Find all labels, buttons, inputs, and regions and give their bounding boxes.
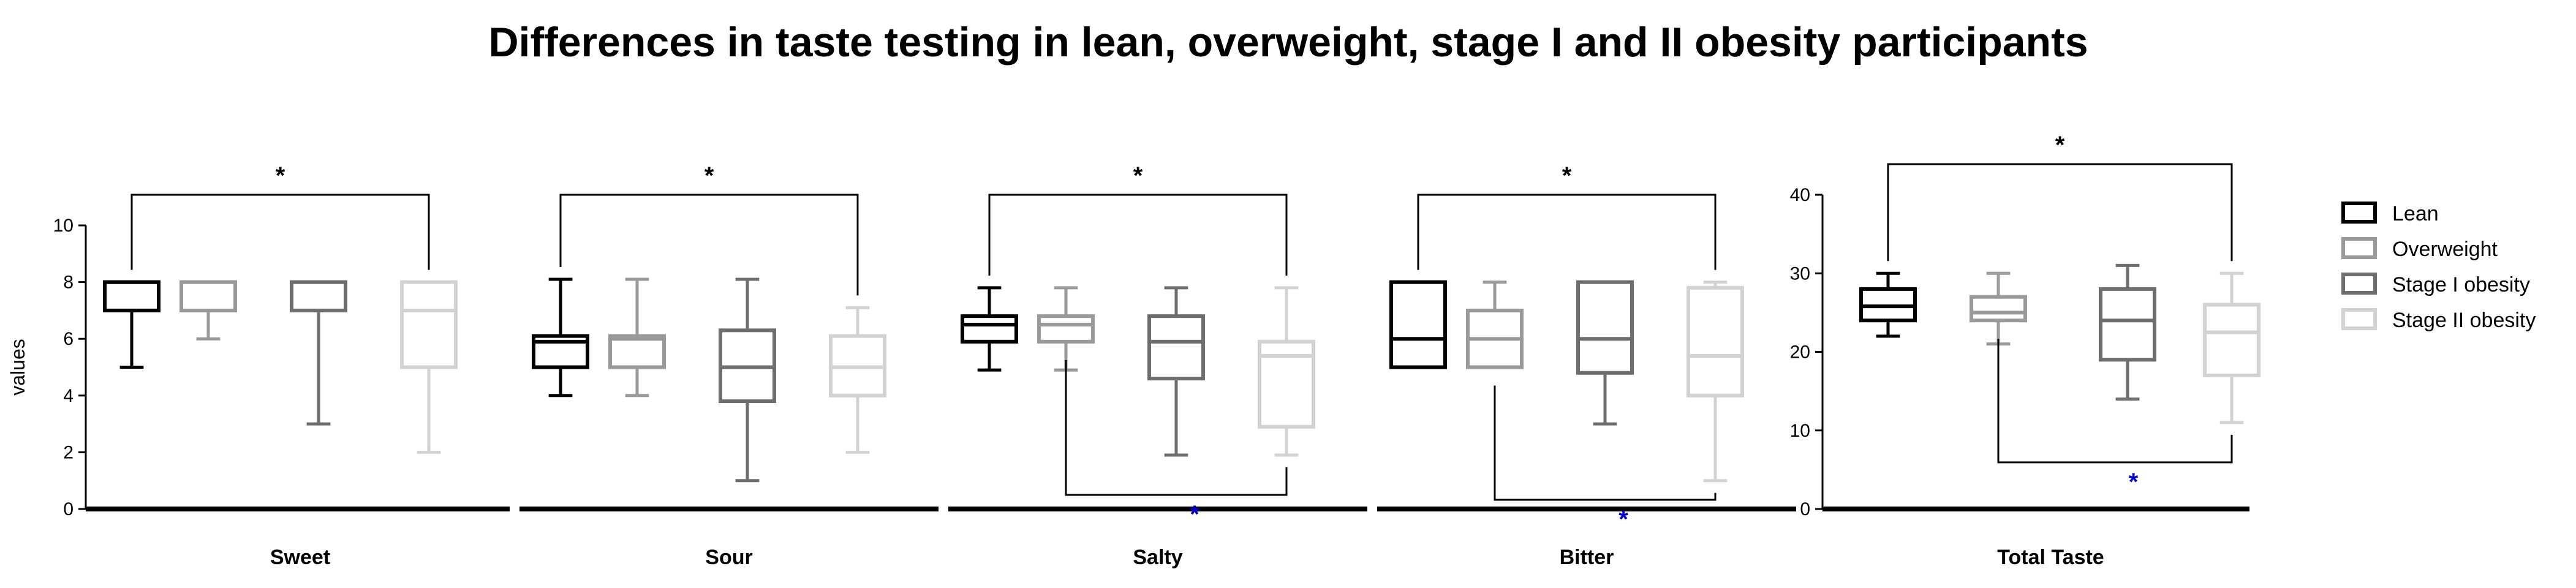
box-lean bbox=[532, 277, 589, 398]
significance-bracket-above: * bbox=[1417, 162, 1717, 270]
y-tick-label: 0 bbox=[63, 499, 74, 519]
category-label: Bitter bbox=[1560, 546, 1614, 569]
box-lean bbox=[961, 286, 1018, 372]
y-tick-label: 40 bbox=[1790, 185, 1810, 205]
iqr-box bbox=[2099, 287, 2156, 362]
bracket-line bbox=[1997, 339, 2233, 464]
category-label: Sour bbox=[705, 546, 752, 569]
iqr-box bbox=[1389, 280, 1447, 369]
legend-swatch bbox=[2341, 202, 2377, 224]
legend-label: Stage II obesity bbox=[2392, 309, 2536, 332]
iqr-box bbox=[1686, 285, 1744, 398]
iqr-box bbox=[961, 314, 1018, 344]
significance-bracket-above: * bbox=[559, 162, 859, 296]
box-lean bbox=[1389, 280, 1447, 369]
category-label: Salty bbox=[1133, 546, 1182, 569]
y-axis-label: values bbox=[7, 339, 29, 396]
box-stage-ii-obesity bbox=[1258, 286, 1315, 457]
box-stage-i-obesity bbox=[290, 280, 347, 426]
bracket-line bbox=[559, 194, 859, 296]
y-tick-label: 4 bbox=[63, 386, 74, 406]
box-overweight bbox=[608, 277, 666, 398]
category-label: Sweet bbox=[270, 546, 330, 569]
box-overweight bbox=[179, 280, 237, 341]
legend-label: Lean bbox=[2392, 202, 2439, 225]
legend-swatch bbox=[2341, 273, 2377, 295]
box-stage-ii-obesity bbox=[1686, 281, 1744, 483]
legend-label: Overweight bbox=[2392, 238, 2498, 261]
category-total-taste: Total Taste * * bbox=[1822, 132, 2261, 569]
iqr-box bbox=[103, 280, 161, 312]
box-stage-ii-obesity bbox=[829, 306, 886, 454]
legend-label: Stage I obesity bbox=[2392, 273, 2530, 296]
category-sour: Sour * bbox=[519, 162, 939, 569]
significance-star: * bbox=[2129, 469, 2139, 496]
box-lean bbox=[103, 280, 161, 369]
bracket-line bbox=[1494, 385, 1717, 501]
y-tick-label: 2 bbox=[63, 442, 74, 462]
box-stage-i-obesity bbox=[1576, 280, 1634, 426]
y-tick-label: 8 bbox=[63, 273, 74, 293]
category-sweet: Sweet * bbox=[86, 162, 510, 569]
significance-bracket-above: * bbox=[130, 162, 430, 270]
category-label: Total Taste bbox=[1997, 546, 2104, 569]
iqr-box bbox=[1037, 314, 1095, 344]
legend-item-lean: Lean bbox=[2341, 202, 2439, 225]
box-stage-i-obesity bbox=[719, 277, 776, 483]
y-tick-label: 0 bbox=[1800, 499, 1810, 519]
significance-star: * bbox=[2055, 132, 2065, 159]
box-stage-ii-obesity bbox=[400, 280, 458, 454]
legend-item-stage-ii-obesity: Stage II obesity bbox=[2341, 308, 2536, 332]
box-lean bbox=[1859, 271, 1917, 338]
significance-bracket-above: * bbox=[988, 162, 1288, 276]
box-overweight bbox=[1466, 281, 1524, 369]
significance-star: * bbox=[704, 162, 714, 189]
iqr-box bbox=[179, 280, 237, 312]
iqr-box bbox=[608, 334, 666, 369]
iqr-box bbox=[400, 280, 458, 369]
significance-bracket-below: * bbox=[1494, 385, 1717, 533]
significance-star: * bbox=[1618, 506, 1628, 533]
box-overweight bbox=[1037, 286, 1095, 372]
bracket-line bbox=[1065, 360, 1288, 496]
significance-star: * bbox=[1562, 162, 1572, 189]
bracket-line bbox=[988, 194, 1288, 276]
y-tick-label: 10 bbox=[1790, 421, 1810, 441]
bracket-line bbox=[1887, 163, 2233, 262]
box-overweight bbox=[1970, 271, 2027, 346]
iqr-box bbox=[290, 280, 347, 312]
legend-swatch bbox=[2341, 308, 2377, 330]
category-salty: Salty * * bbox=[948, 162, 1367, 569]
significance-bracket-above: * bbox=[1887, 132, 2233, 262]
legend-item-overweight: Overweight bbox=[2341, 237, 2498, 261]
iqr-box bbox=[1970, 295, 2027, 323]
bracket-line bbox=[130, 194, 430, 270]
legend-item-stage-i-obesity: Stage I obesity bbox=[2341, 273, 2530, 296]
chart-title: Differences in taste testing in lean, ov… bbox=[488, 19, 2088, 66]
box-stage-i-obesity bbox=[2099, 263, 2156, 401]
iqr-box bbox=[1147, 314, 1205, 381]
category-bitter: Bitter** bbox=[1377, 162, 1796, 569]
bracket-line bbox=[1417, 194, 1717, 270]
significance-bracket-below: * bbox=[1065, 360, 1288, 528]
significance-star: * bbox=[276, 162, 285, 189]
significance-star: * bbox=[1190, 501, 1199, 528]
significance-bracket-below: * bbox=[1997, 339, 2233, 496]
y-tick-label: 10 bbox=[53, 216, 74, 236]
y-tick-label: 6 bbox=[63, 329, 74, 349]
y-tick-label: 20 bbox=[1790, 342, 1810, 363]
legend-swatch bbox=[2341, 237, 2377, 259]
box-stage-i-obesity bbox=[1147, 286, 1205, 457]
significance-star: * bbox=[1133, 162, 1143, 189]
box-stage-ii-obesity bbox=[2203, 271, 2261, 424]
y-tick-label: 30 bbox=[1790, 263, 1810, 284]
iqr-box bbox=[2203, 303, 2261, 377]
iqr-box bbox=[1576, 280, 1634, 375]
